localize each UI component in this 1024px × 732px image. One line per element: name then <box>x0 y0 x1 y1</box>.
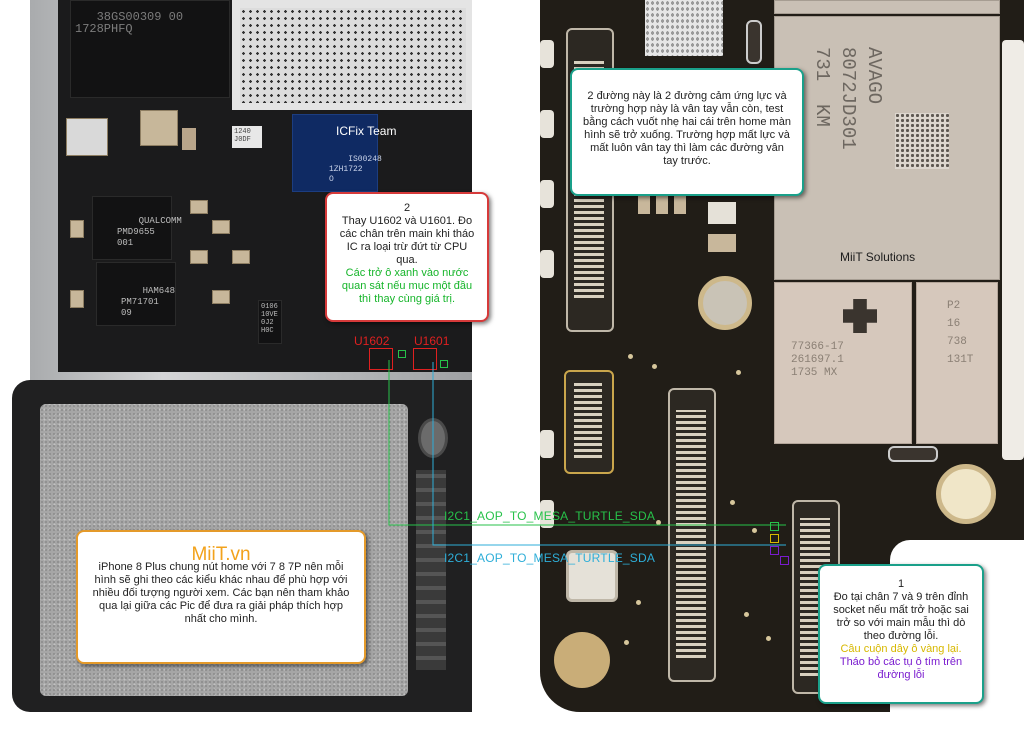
gold-socket <box>564 370 614 474</box>
top-qr-chip <box>645 0 723 56</box>
small-ic-text: 0106 10VE 0J2 H0C <box>261 303 278 335</box>
u1602-ic-outline <box>369 348 393 370</box>
ham-chip-text: HAM648 PM71701 09 <box>121 286 176 318</box>
small-chip: 1240 J0DF <box>232 126 262 148</box>
step2-text: Thay U1602 và U1601. Đo các chân trên ma… <box>339 215 475 266</box>
small-chip-text: 1240 J0DF <box>234 128 251 144</box>
edge-pad <box>540 250 554 278</box>
u1602-label: U1602 <box>354 334 390 348</box>
small-capacitor <box>182 128 196 150</box>
step2-callout: 2 Thay U1602 và U1601. Đo các chân trên … <box>325 192 489 322</box>
avago-qr-code <box>895 113 949 169</box>
fingerprint-callout-text: 2 đường này là 2 đường cảm ứng lực và tr… <box>583 90 791 167</box>
u1601-label: U1601 <box>414 334 450 348</box>
screw-mount <box>698 276 752 330</box>
edge-pad <box>540 430 554 458</box>
green-resistor-marker <box>770 522 779 531</box>
trace-label-blue: I2C1_AOP_TO_MESA_TURTLE_SDA <box>444 551 656 565</box>
team-label: ICFix Team <box>336 124 397 138</box>
miit-title: MiiT.vn <box>191 544 251 565</box>
fingerprint-callout: 2 đường này là 2 đường cảm ứng lực và tr… <box>570 68 804 196</box>
white-connector <box>566 550 618 602</box>
top-chip-text: 38GS00309 00 1728PHFQ <box>75 10 184 36</box>
small-ic: 0106 10VE 0J2 H0C <box>258 300 282 344</box>
trace-label-green: I2C1_AOP_TO_MESA_TURTLE_SDA <box>444 509 656 523</box>
slot <box>888 446 938 462</box>
via <box>636 600 641 605</box>
via <box>656 520 661 525</box>
miit-text: iPhone 8 Plus chung nút home với 7 8 7P … <box>92 561 350 625</box>
edge-pad <box>540 180 554 208</box>
ham-chip: HAM648 PM71701 09 <box>96 262 176 326</box>
white-component <box>66 118 108 156</box>
capacitor <box>656 196 668 214</box>
tan-capacitor <box>140 110 178 146</box>
capacitor <box>212 290 230 304</box>
purple-capacitor-marker <box>770 546 779 555</box>
step1-number: 1 <box>897 578 905 590</box>
blue-trace-line <box>432 362 786 546</box>
capacitor <box>190 250 208 264</box>
rf-chip-text: 77366-17 261697.1 1735 MX <box>791 341 844 379</box>
step1-purple-note: Tháo bỏ các tụ ô tím trên đường lỗi <box>839 656 963 681</box>
qualcomm-chip-text: QUALCOMM PMD9655 001 <box>117 216 182 248</box>
via <box>736 370 741 375</box>
miit-info-callout: MiiT.vn iPhone 8 Plus chung nút home với… <box>76 530 366 664</box>
connector-pins <box>676 410 706 658</box>
capacitor <box>674 196 686 214</box>
flex-connector-middle <box>668 388 716 682</box>
step1-text: Đo tại chân 7 và 9 trên đỉnh socket nếu … <box>833 591 969 642</box>
step2-number: 2 <box>403 202 411 214</box>
p2-chip-text: P2 16 738 131T <box>947 300 974 366</box>
via <box>652 364 657 369</box>
edge-pad <box>540 110 554 138</box>
via <box>766 636 771 641</box>
step1-callout: 1 Đo tại chân 7 và 9 trên đỉnh socket nế… <box>818 564 984 704</box>
green-resistor-marker <box>440 360 448 368</box>
socket-pins <box>574 382 602 458</box>
capacitor <box>232 250 250 264</box>
top-metal-strip <box>774 0 1000 14</box>
white-component <box>708 202 736 224</box>
blue-chip-text: IS00248 1ZH1722 O <box>329 155 382 184</box>
rf-chip: 77366-17 261697.1 1735 MX <box>774 282 912 444</box>
top-processor-chip: 38GS00309 00 1728PHFQ <box>70 0 230 98</box>
blue-chip: IS00248 1ZH1722 O <box>292 114 382 192</box>
qualcomm-chip: QUALCOMM PMD9655 001 <box>92 196 182 260</box>
solder-ball-grid <box>240 8 466 103</box>
edge-pad <box>540 40 554 68</box>
via <box>624 640 629 645</box>
step2-green-note: Các trở ô xanh vào nước quan sát nếu mục… <box>341 267 473 305</box>
green-trace-line <box>388 360 786 526</box>
capacitor <box>70 220 84 238</box>
capacitor <box>638 196 650 214</box>
capacitor <box>190 200 208 214</box>
miit-solutions-watermark: MiiT Solutions <box>840 250 916 264</box>
p2-chip: P2 16 738 131T <box>916 282 998 444</box>
step1-yellow-note: Câu cuộn dây ô vàng lại. <box>840 643 962 655</box>
slot-vertical <box>746 20 762 64</box>
component-column <box>416 470 446 670</box>
right-edge-strip <box>1002 40 1024 460</box>
via <box>730 500 735 505</box>
capacitor <box>70 290 84 308</box>
yellow-coil-marker <box>770 534 779 543</box>
via <box>752 528 757 533</box>
gold-pad <box>554 632 610 688</box>
capacitor <box>708 234 736 252</box>
purple-capacitor-marker <box>780 556 789 565</box>
gold-screw-pad <box>936 464 996 524</box>
edge-pad <box>540 500 554 528</box>
u1601-ic-outline <box>413 348 437 370</box>
avago-chip: AVAGO 8072JD301 731 KM <box>774 16 1000 280</box>
green-resistor-marker <box>398 350 406 358</box>
capacitor <box>212 220 230 234</box>
via <box>628 354 633 359</box>
via <box>744 612 749 617</box>
